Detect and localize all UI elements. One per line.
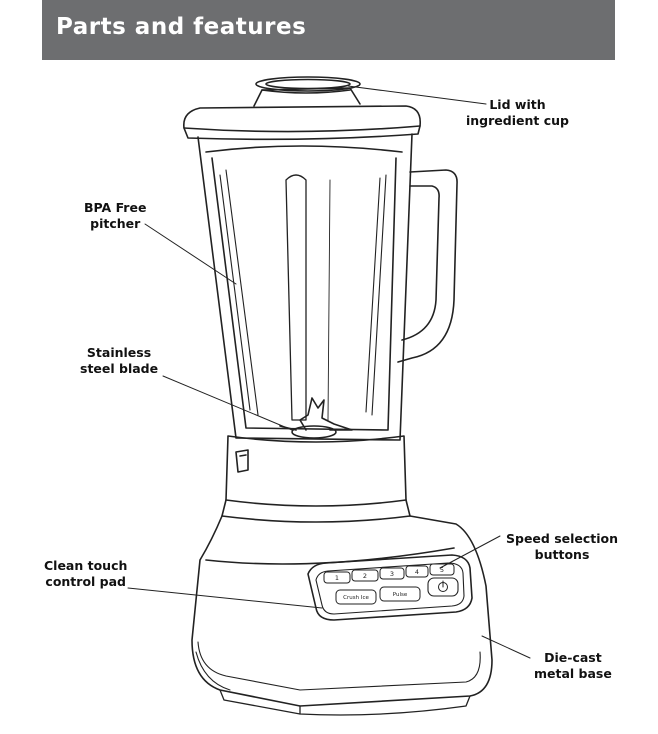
pitcher-handle bbox=[397, 169, 458, 363]
label-lid: Lid with ingredient cup bbox=[466, 97, 569, 129]
label-base-line1: Die-cast bbox=[544, 650, 602, 665]
label-lid-line1: Lid with bbox=[489, 97, 546, 112]
speed-button-3: 3 bbox=[390, 570, 394, 578]
pitcher-leader-line bbox=[144, 223, 237, 285]
speed-button-4: 4 bbox=[415, 568, 419, 576]
label-speed: Speed selection buttons bbox=[506, 531, 618, 563]
label-control-line1: Clean touch bbox=[44, 558, 128, 573]
control-leader-line bbox=[127, 587, 323, 609]
motor-base bbox=[191, 515, 493, 716]
crush-ice-button-label: Crush Ice bbox=[343, 595, 369, 601]
label-base-line2: metal base bbox=[534, 666, 612, 681]
speed-button-1: 1 bbox=[335, 574, 339, 582]
pitcher bbox=[197, 133, 413, 441]
label-blade-line1: Stainless bbox=[86, 345, 152, 360]
label-pitcher-line1: BPA Free bbox=[84, 200, 147, 215]
label-control-line2: control pad bbox=[45, 574, 126, 589]
label-pitcher: BPA Free pitcher bbox=[84, 200, 146, 232]
pitcher-collar bbox=[221, 435, 411, 523]
label-speed-line2: buttons bbox=[534, 547, 590, 562]
lid bbox=[183, 76, 422, 141]
label-lid-line2: ingredient cup bbox=[466, 113, 569, 128]
blade-leader-line bbox=[162, 375, 293, 431]
label-control: Clean touch control pad bbox=[44, 558, 127, 590]
control-panel bbox=[307, 554, 473, 621]
label-base: Die-cast metal base bbox=[534, 650, 612, 682]
blade bbox=[279, 397, 353, 439]
leader-lines bbox=[127, 85, 531, 659]
speed-button-2: 2 bbox=[363, 572, 367, 580]
speed-leader-line bbox=[439, 535, 501, 569]
label-speed-line1: Speed selection bbox=[506, 531, 619, 546]
section-title: Parts and features bbox=[56, 14, 307, 40]
label-blade: Stainless steel blade bbox=[80, 345, 158, 377]
lid-leader-line bbox=[347, 85, 487, 105]
section-header: Parts and features bbox=[42, 0, 615, 60]
speed-button-5: 5 bbox=[440, 566, 444, 574]
label-blade-line2: steel blade bbox=[80, 361, 159, 376]
label-pitcher-line2: pitcher bbox=[90, 216, 141, 231]
pulse-button-label: Pulse bbox=[393, 592, 408, 598]
base-leader-line bbox=[481, 635, 531, 659]
